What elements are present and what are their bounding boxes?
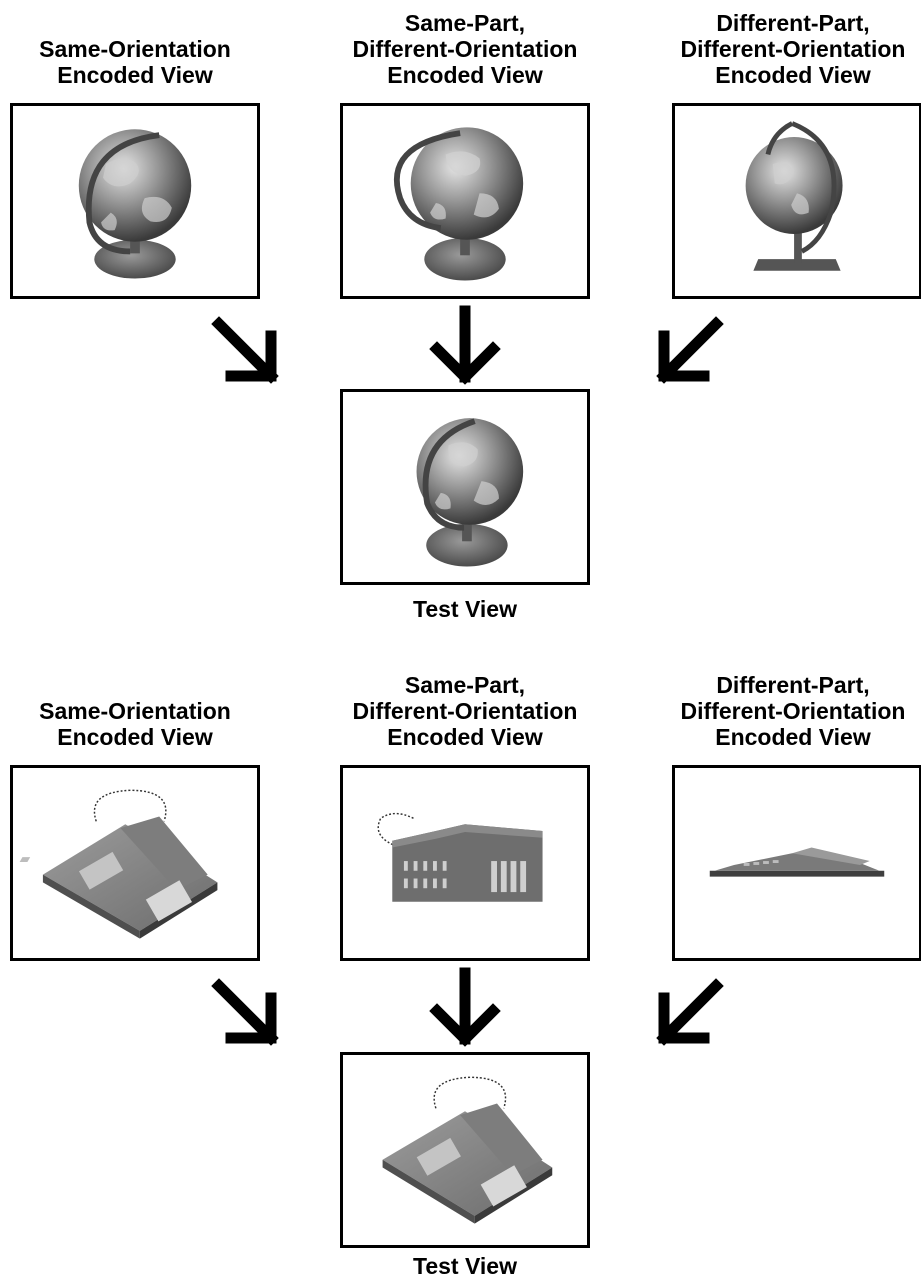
- globe-different-part-different-orientation-image: [672, 103, 921, 299]
- phone-same-orientation-image: [10, 765, 260, 961]
- encoded-view-label: Same-Orientation Encoded View: [39, 698, 231, 750]
- test-view-label: Test View: [413, 596, 517, 622]
- phone-same-part-different-orientation-image: [340, 765, 590, 961]
- test-view-label: Test View: [413, 1253, 517, 1279]
- phone-different-part-different-orientation-image: [672, 765, 921, 961]
- arrow-down-right-icon: [205, 972, 285, 1052]
- globe-same-orientation-image: [10, 103, 260, 299]
- globe-same-part-different-orientation-image: [340, 103, 590, 299]
- arrow-down-icon: [425, 967, 505, 1047]
- encoded-view-label: Same-Orientation Encoded View: [39, 36, 231, 88]
- arrow-down-left-icon: [650, 310, 730, 390]
- encoded-view-label: Same-Part, Different-Orientation Encoded…: [352, 672, 578, 750]
- arrow-down-left-icon: [650, 972, 730, 1052]
- encoded-view-label: Same-Part, Different-Orientation Encoded…: [352, 10, 578, 88]
- arrow-down-icon: [425, 305, 505, 385]
- encoded-view-label: Different-Part, Different-Orientation En…: [680, 10, 906, 88]
- arrow-down-right-icon: [205, 310, 285, 390]
- globe-test-view-image: [340, 389, 590, 585]
- phone-test-view-image: [340, 1052, 590, 1248]
- encoded-view-label: Different-Part, Different-Orientation En…: [680, 672, 906, 750]
